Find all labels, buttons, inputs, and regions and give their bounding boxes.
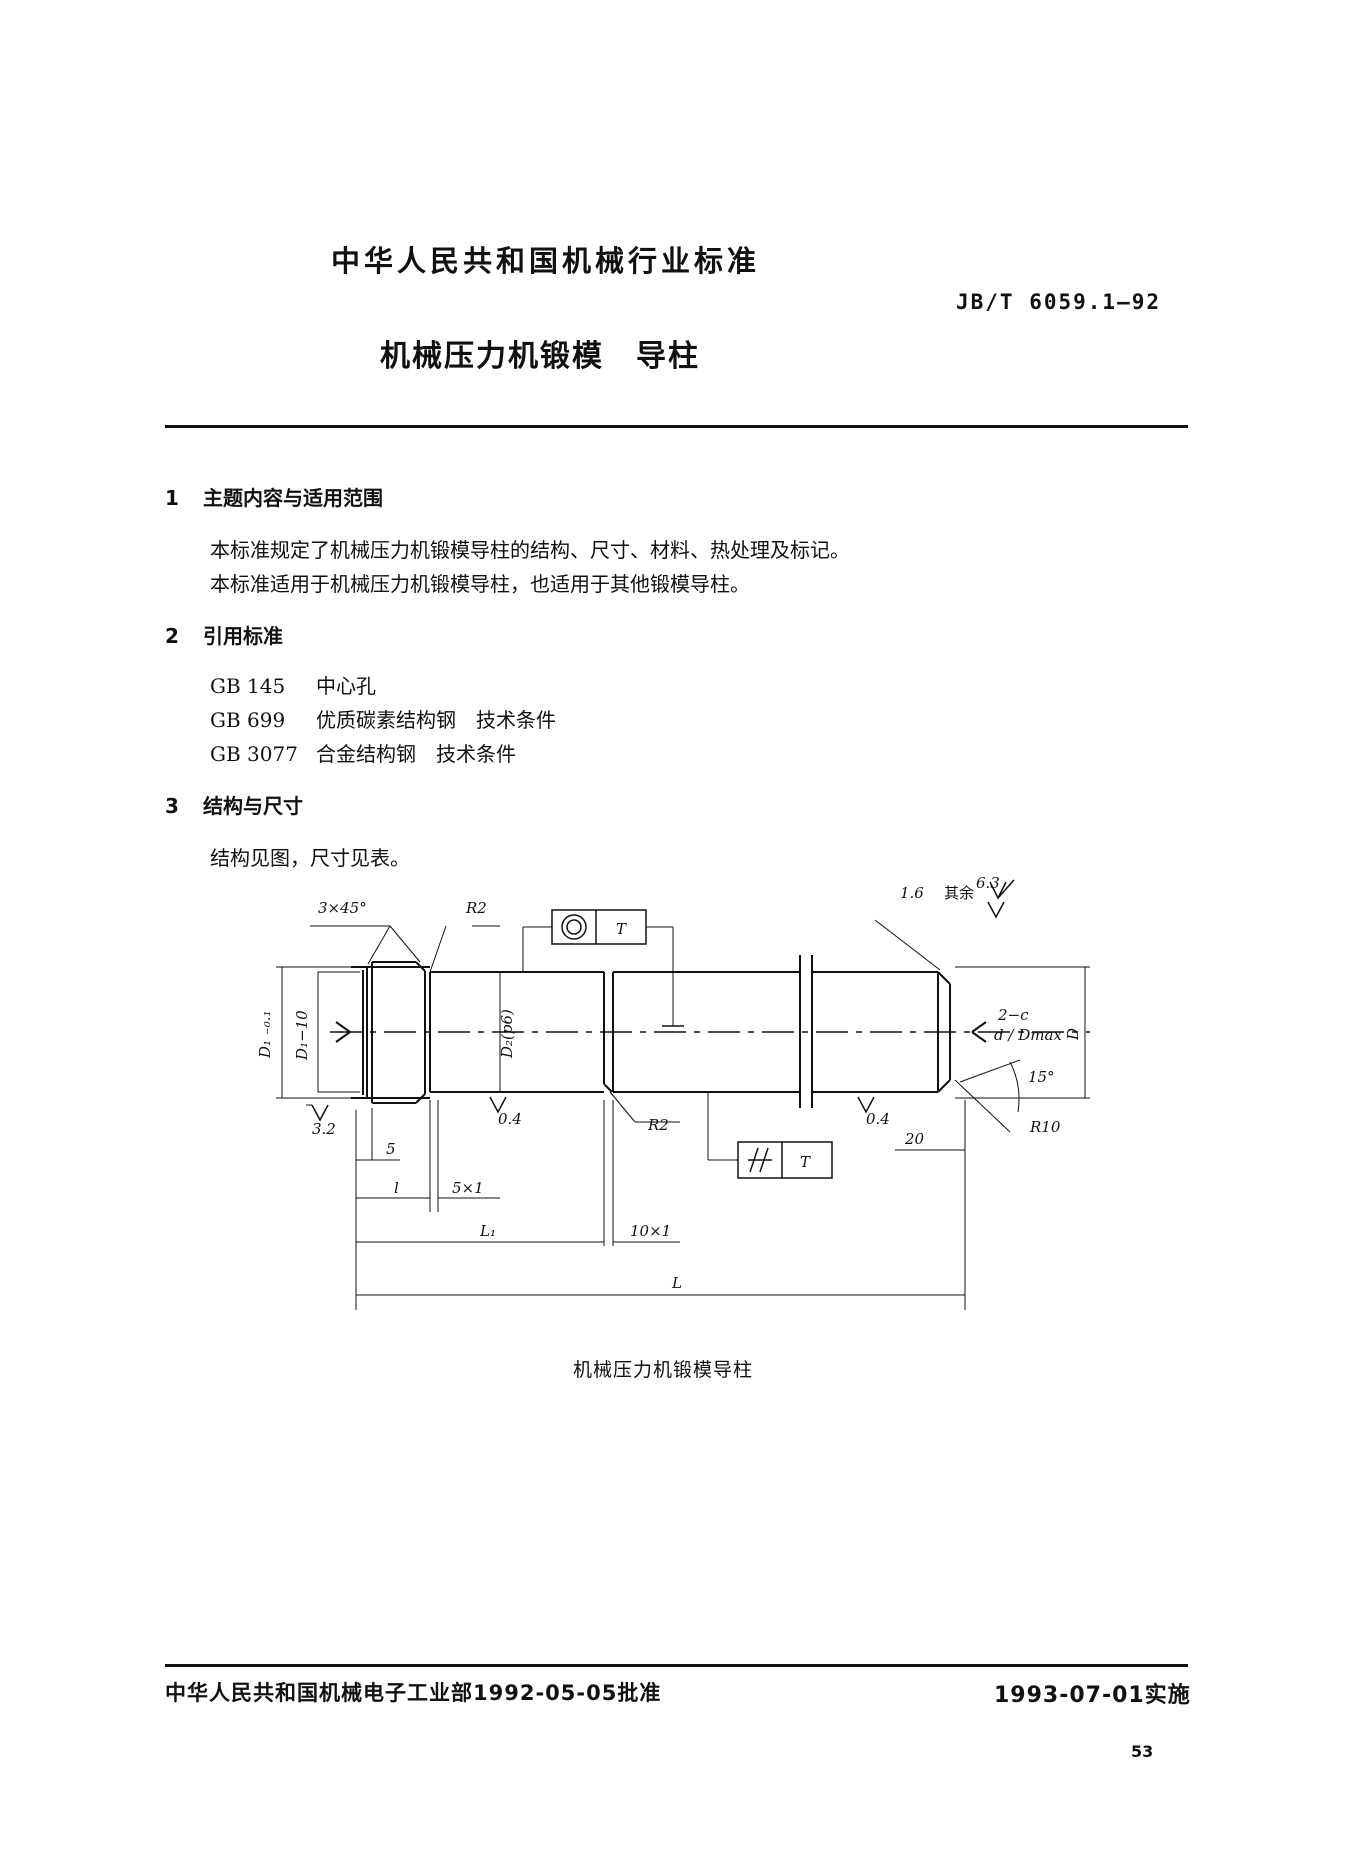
reference-code: GB 145	[210, 674, 286, 698]
standard-code: JB/T 6059.1—92	[956, 290, 1162, 314]
dim-5x1-label: 5×1	[452, 1179, 484, 1197]
reference-name: 合金结构钢 技术条件	[316, 742, 516, 766]
figure-caption: 机械压力机锻模导柱	[573, 1359, 754, 1381]
section-number: 1	[165, 486, 179, 510]
standard-org-heading: 中华人民共和国机械行业标准	[331, 244, 761, 278]
dim-L-label: L	[671, 1274, 682, 1292]
footer-divider	[165, 1664, 1188, 1667]
section-number: 2	[165, 624, 179, 648]
scope-paragraph-2: 本标准适用于机械压力机锻模导柱，也适用于其他锻模导柱。	[210, 572, 750, 596]
implementation-date: 1993-07-01实施	[994, 1683, 1191, 1708]
section-title: 结构与尺寸	[203, 794, 303, 818]
r2-top-label: R2	[465, 899, 487, 917]
dim-L1-label: L₁	[479, 1222, 496, 1240]
d1-tol-label: D₁ ₋₀.₁	[256, 1010, 274, 1059]
reference-name: 优质碳素结构钢 技术条件	[316, 708, 556, 732]
reference-code: GB 3077	[210, 742, 298, 766]
structure-paragraph: 结构见图，尺寸见表。	[210, 846, 410, 870]
reference-item: GB 145 中心孔	[210, 670, 376, 699]
roughness-rest-label: 其余	[944, 884, 974, 902]
approval-line: 中华人民共和国机械电子工业部1992-05-05批准	[165, 1681, 662, 1705]
reference-name: 中心孔	[316, 674, 376, 698]
r10-label: R10	[1029, 1118, 1061, 1136]
header-divider	[165, 425, 1188, 428]
document-title: 机械压力机锻模 导柱	[380, 339, 700, 374]
d2-p6-label: D₂(p6)	[498, 1009, 516, 1059]
section-title: 主题内容与适用范围	[203, 486, 383, 510]
page-number: 53	[1131, 1742, 1154, 1761]
r2-bottom-label: R2	[647, 1116, 669, 1134]
angle-label: 15°	[1028, 1068, 1055, 1086]
center-hole-label: 2−c	[997, 1006, 1029, 1024]
roughness-0-4-b: 0.4	[866, 1110, 890, 1128]
roughness-1-6: 1.6	[900, 884, 924, 902]
section-1-heading: 1 主题内容与适用范围	[165, 482, 383, 511]
roughness-0-4-a: 0.4	[498, 1110, 522, 1128]
tol-ref-top: T	[616, 920, 627, 938]
d1-minus10-label: D₁−10	[293, 1010, 311, 1061]
dim-5-label: 5	[386, 1140, 396, 1158]
section-3-heading: 3 结构与尺寸	[165, 790, 303, 819]
center-hole-d-label: d / Dmax	[994, 1026, 1062, 1044]
dim-10x1-label: 10×1	[630, 1222, 671, 1240]
chamfer-label: 3×45°	[318, 899, 367, 917]
d-label: D	[1064, 1028, 1082, 1041]
section-title: 引用标准	[203, 624, 283, 648]
reference-code: GB 699	[210, 708, 286, 732]
roughness-3-2: 3.2	[312, 1120, 336, 1138]
dim-l-label: l	[394, 1179, 399, 1197]
reference-item: GB 3077 合金结构钢 技术条件	[210, 738, 516, 767]
reference-item: GB 699 优质碳素结构钢 技术条件	[210, 704, 556, 733]
roughness-rest-value: 6.3	[976, 874, 1000, 892]
tol-ref-bottom: T	[800, 1153, 811, 1171]
dim-20-label: 20	[904, 1130, 925, 1148]
section-2-heading: 2 引用标准	[165, 620, 283, 649]
section-number: 3	[165, 794, 179, 818]
scope-paragraph-1: 本标准规定了机械压力机锻模导柱的结构、尺寸、材料、热处理及标记。	[210, 538, 850, 562]
